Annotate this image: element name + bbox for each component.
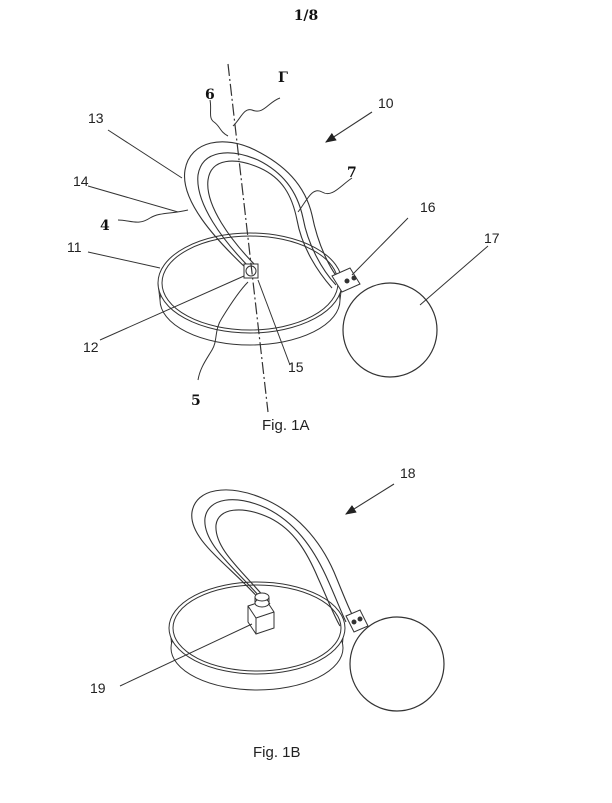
label-13: 13: [88, 110, 104, 126]
fig-1a-drawing: [87, 63, 489, 413]
loop-frame-1b: [191, 489, 355, 627]
clamp-block-1b: [345, 609, 369, 633]
label-5: 5: [191, 393, 201, 409]
fig-1b-drawing: [119, 483, 445, 712]
page-number: 1/8: [293, 8, 319, 24]
label-14: 14: [73, 173, 89, 189]
sphere-1b: [349, 616, 445, 712]
axis-line: [227, 63, 269, 413]
label-19: 19: [90, 680, 106, 696]
caption-fig-1b: Fig. 1B: [253, 744, 301, 761]
hub-block-19: [247, 592, 275, 635]
caption-fig-1a: Fig. 1A: [262, 417, 310, 434]
label-gamma: Γ: [278, 70, 288, 86]
label-10: 10: [378, 95, 394, 111]
pivot-hub: [243, 263, 259, 279]
label-16: 16: [420, 199, 436, 215]
label-6: 6: [205, 87, 215, 103]
sphere: [342, 282, 438, 378]
loop-frame: [183, 141, 343, 289]
label-11: 11: [67, 239, 82, 255]
label-4: 4: [100, 218, 110, 234]
label-18: 18: [400, 465, 416, 481]
label-12: 12: [83, 339, 99, 355]
label-15: 15: [288, 359, 304, 375]
label-17: 17: [484, 230, 500, 246]
base-disc: [157, 232, 343, 346]
label-7: 7: [347, 165, 357, 181]
